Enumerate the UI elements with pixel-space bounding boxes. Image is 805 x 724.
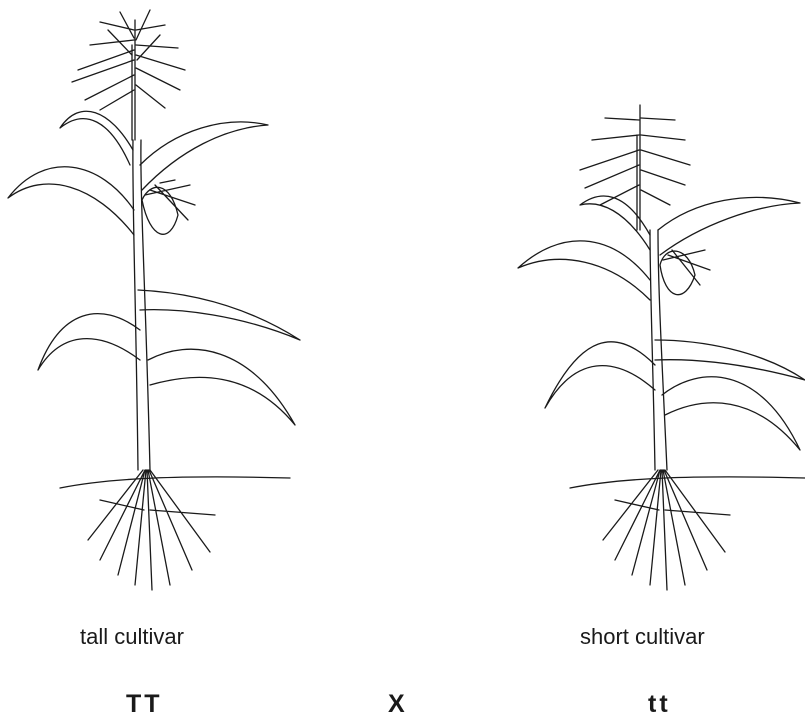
- short-cultivar-label: short cultivar: [580, 624, 705, 650]
- tall-plant-roots: [88, 470, 215, 590]
- short-plant-tassel: [580, 105, 690, 230]
- tall-plant-soil-line: [60, 477, 290, 488]
- tall-plant-tassel: [72, 10, 185, 140]
- short-plant-roots: [603, 470, 730, 590]
- tall-plant-stalk: [133, 140, 150, 470]
- short-genotype: tt: [648, 690, 671, 719]
- tall-plant-illustration: [0, 0, 310, 600]
- short-plant-soil-line: [570, 477, 805, 488]
- cross-symbol: X: [388, 690, 408, 719]
- short-plant-leaves: [518, 196, 805, 450]
- tall-cultivar-label: tall cultivar: [80, 624, 184, 650]
- tall-plant-ear: [142, 180, 195, 234]
- tall-plant-leaves: [8, 111, 300, 425]
- short-plant-stalk: [650, 230, 667, 470]
- short-plant-ear: [660, 250, 710, 295]
- tall-genotype: TT: [126, 690, 163, 719]
- short-plant-illustration: [500, 0, 805, 600]
